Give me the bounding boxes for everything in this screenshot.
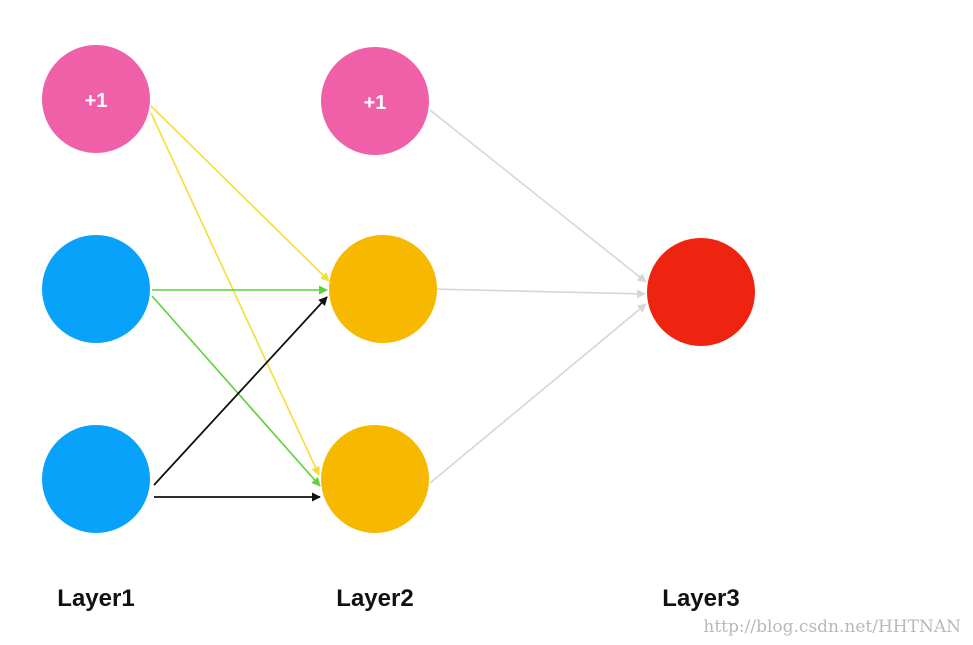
bias-node-layer2 [321, 47, 429, 155]
edge-h1-to-out [430, 288, 646, 299]
edge-h2-to-out [429, 303, 647, 484]
edge-bias2-to-out [429, 109, 647, 283]
watermark-url: http://blog.csdn.net/HHTNAN [703, 617, 961, 637]
edge-bias1-to-h2 [150, 112, 320, 476]
input-node-x1 [42, 235, 150, 343]
layer1-label: Layer1 [57, 585, 134, 612]
hidden-node-h1 [329, 235, 437, 343]
edge-x1-to-h2 [151, 295, 321, 487]
bias-label-layer1: +1 [85, 90, 108, 112]
layer2-label: Layer2 [336, 585, 413, 612]
edge-x2-to-h1 [153, 296, 328, 486]
layer3-label: Layer3 [662, 585, 739, 612]
bias-label-layer2: +1 [364, 92, 387, 114]
edge-bias1-to-h1 [150, 105, 330, 282]
bias-node-layer1 [42, 45, 150, 153]
output-node [647, 238, 755, 346]
hidden-node-h2 [321, 425, 429, 533]
input-node-x2 [42, 425, 150, 533]
